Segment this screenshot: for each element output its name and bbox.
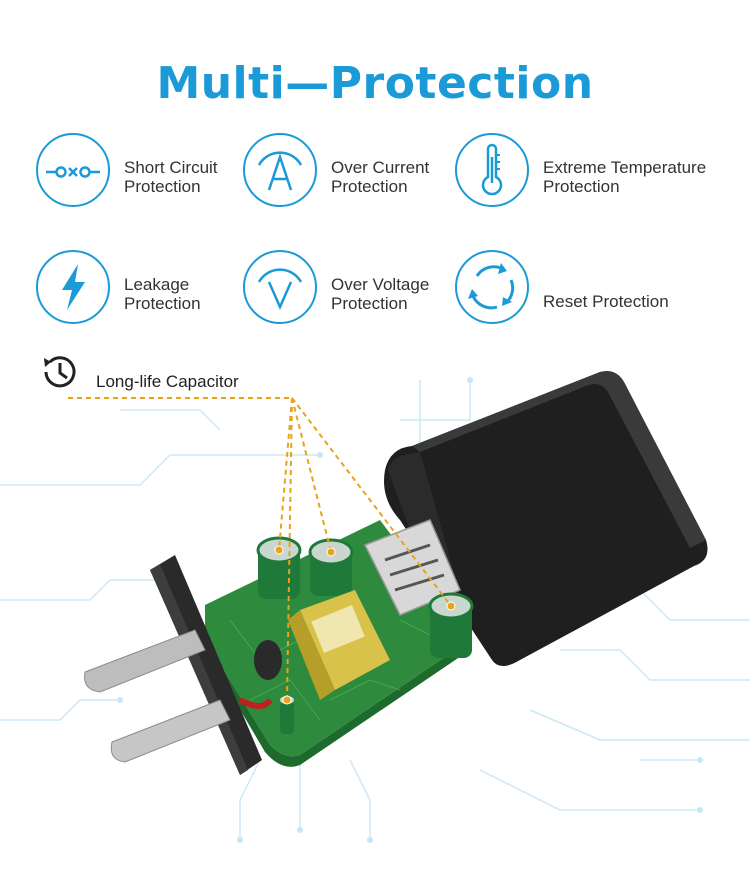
feature-label-line1: Extreme Temperature xyxy=(543,158,707,177)
feature-leakage: Leakage Protection xyxy=(36,250,236,328)
feature-label-line2: Protection xyxy=(331,294,408,313)
page-title: Multi—Protection xyxy=(156,58,594,109)
feature-label-line1: Reset Protection xyxy=(543,292,669,311)
feature-label-line2: Protection xyxy=(124,294,201,313)
over-current-icon xyxy=(243,133,317,207)
short-circuit-icon xyxy=(36,133,110,207)
feature-label-line1: Short Circuit xyxy=(124,158,218,177)
charger-illustration xyxy=(0,371,750,843)
feature-label-line2: Protection xyxy=(124,177,201,196)
feature-over-current: Over Current Protection xyxy=(243,133,453,211)
feature-label-line1: Over Current xyxy=(331,158,430,177)
clock-icon xyxy=(38,350,82,390)
feature-extreme-temperature: Extreme Temperature Protection xyxy=(455,133,745,211)
reset-icon xyxy=(455,250,529,324)
feature-over-voltage: Over Voltage Protection xyxy=(243,250,453,328)
feature-label-line1: Over Voltage xyxy=(331,275,430,294)
feature-reset: Reset Protection xyxy=(455,250,745,328)
callout-label: Long-life Capacitor xyxy=(96,372,239,391)
thermometer-icon xyxy=(455,133,529,207)
over-voltage-icon xyxy=(243,250,317,324)
lightning-icon xyxy=(36,250,110,324)
feature-label-line1: Leakage xyxy=(124,275,190,294)
feature-label-line2: Protection xyxy=(331,177,408,196)
feature-short-circuit: Short Circuit Protection xyxy=(36,133,236,211)
feature-label-line2: Protection xyxy=(543,177,620,196)
